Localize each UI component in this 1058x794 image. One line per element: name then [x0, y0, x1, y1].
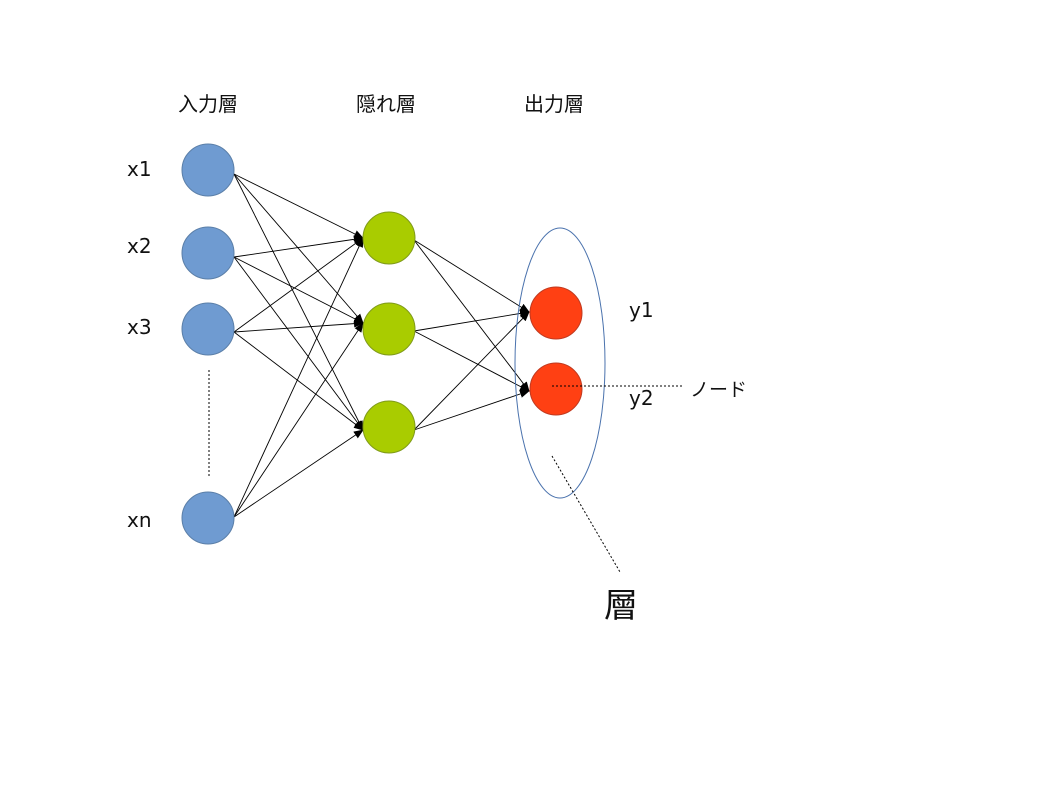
connection: [413, 330, 530, 392]
input-label-x2: x2: [127, 234, 152, 258]
input-label-x1: x1: [127, 157, 152, 181]
connection: [233, 237, 364, 333]
input-layer-nodes: [181, 143, 235, 545]
connection: [233, 429, 364, 518]
connection: [233, 322, 364, 518]
connection: [233, 256, 364, 431]
output-layer-nodes: [529, 286, 583, 416]
output-node-y1: [529, 286, 583, 340]
output-node-y2: [529, 362, 583, 416]
hidden-layer-nodes: [362, 211, 416, 454]
connection: [233, 237, 364, 518]
connection: [233, 173, 364, 431]
connection: [413, 239, 530, 392]
connection: [233, 173, 364, 324]
hidden-node-1: [362, 211, 416, 265]
node-annotation-label: ノード: [690, 379, 748, 401]
input-hidden-connections: [233, 173, 364, 518]
input-label-x3: x3: [127, 315, 152, 339]
connection: [233, 173, 364, 239]
hidden-node-2: [362, 302, 416, 356]
connection: [233, 331, 364, 431]
hidden-output-connections: [413, 239, 530, 431]
connection: [413, 390, 530, 431]
layer-annotation-leader: [551, 455, 621, 573]
connection: [233, 319, 364, 333]
connection: [413, 309, 530, 332]
output-label-y2: y2: [629, 386, 654, 410]
hidden-layer-header: 隠れ層: [356, 92, 416, 116]
output-label-y1: y1: [629, 298, 654, 322]
input-node-x2: [181, 226, 235, 280]
layer-annotation-label: 層: [604, 586, 638, 626]
hidden-node-3: [362, 400, 416, 454]
connection: [413, 311, 530, 431]
connection: [413, 239, 530, 313]
connection: [233, 256, 364, 324]
input-label-xn: xn: [127, 508, 152, 532]
input-node-xn: [181, 491, 235, 545]
output-layer-header: 出力層: [524, 92, 584, 116]
input-node-x1: [181, 143, 235, 197]
input-node-x3: [181, 302, 235, 356]
input-layer-header: 入力層: [178, 92, 238, 116]
connection: [233, 235, 364, 258]
output-layer-outline: [514, 227, 606, 499]
